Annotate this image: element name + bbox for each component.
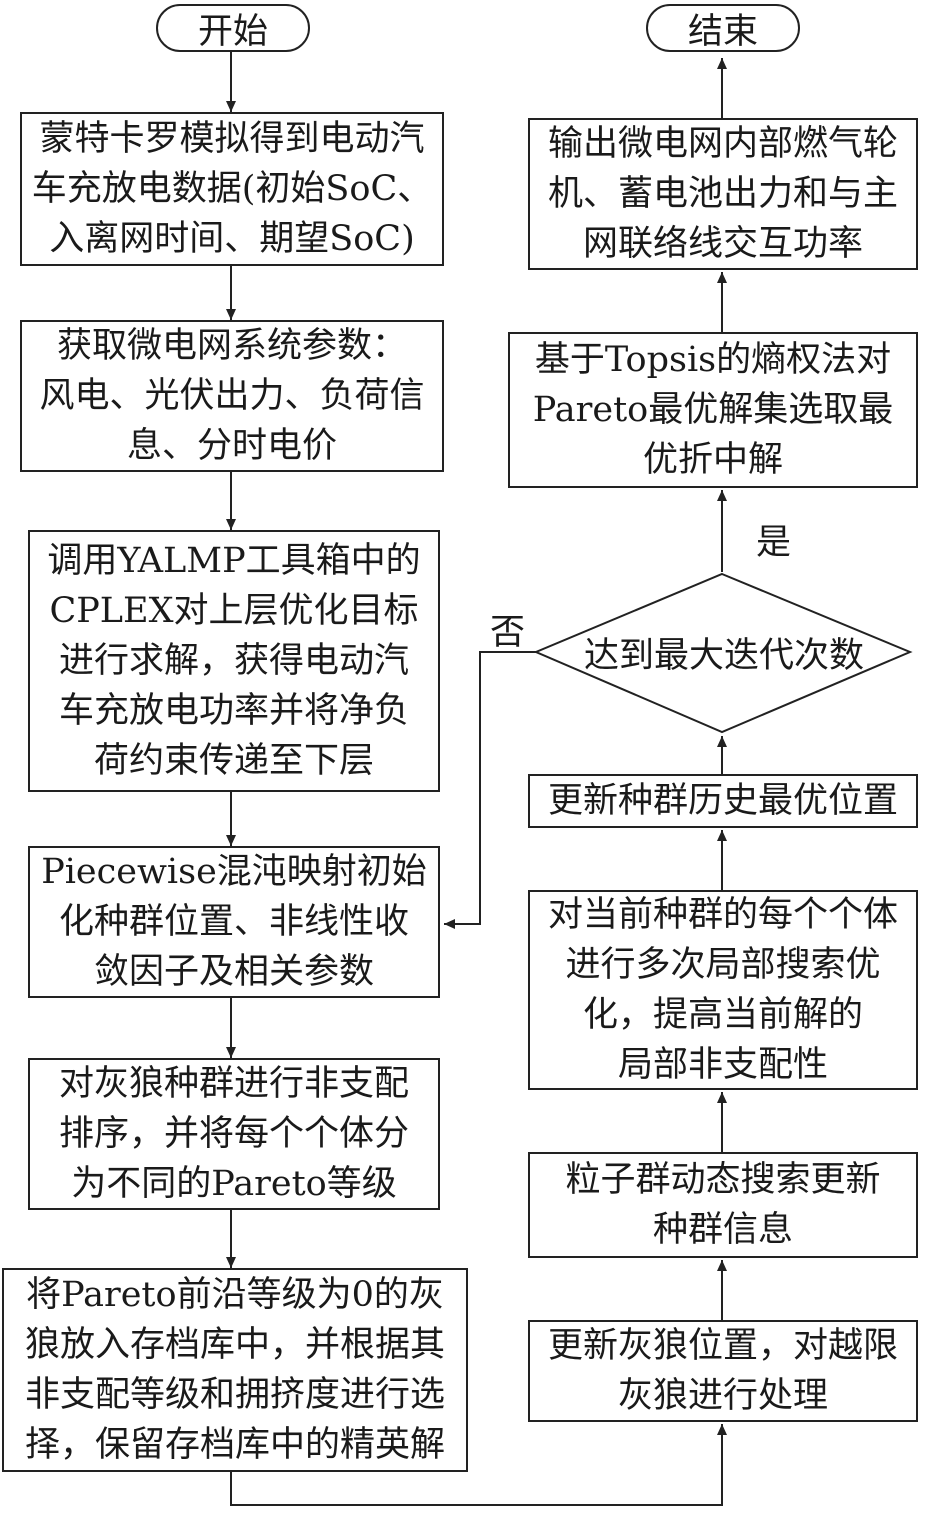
- step-nondominated-sort: 对灰狼种群进行非支配 排序，并将每个个体分 为不同的Pareto等级: [28, 1058, 440, 1210]
- step-text: 车充放电功率并将净负: [58, 691, 409, 731]
- arrow-no-branch: [444, 651, 536, 929]
- decision-diamond: [533, 572, 913, 734]
- start-terminal: 开始: [156, 4, 310, 52]
- step-text: 机、蓄电池出力和与主: [547, 174, 898, 214]
- start-label: 开始: [197, 11, 268, 52]
- step-text: 基于Topsis的熵权法对: [534, 340, 892, 380]
- step-text: 对当前种群的每个个体: [547, 895, 898, 935]
- step-text: 获取微电网系统参数：: [56, 326, 407, 366]
- step-pso-update: 粒子群动态搜索更新 种群信息: [528, 1152, 918, 1258]
- step-text: 狼放入存档库中，并根据其: [24, 1325, 445, 1365]
- step-text: 更新种群历史最优位置: [547, 781, 898, 821]
- yes-label: 是: [756, 523, 792, 563]
- step-text: 息、分时电价: [126, 426, 337, 466]
- step-text: 网联络线交互功率: [582, 224, 863, 264]
- step-text: 择，保留存档库中的精英解: [24, 1425, 445, 1465]
- step-text: 优折中解: [642, 440, 783, 480]
- step-text: 对灰狼种群进行非支配: [58, 1064, 409, 1104]
- step-text: 风电、光伏出力、负荷信: [39, 376, 425, 416]
- step-update-wolf-position: 更新灰狼位置，对越限 灰狼进行处理: [528, 1320, 918, 1422]
- step-cplex-solve: 调用YALMP工具箱中的 CPLEX对上层优化目标 进行求解，获得电动汽 车充放…: [28, 530, 440, 792]
- end-label: 结束: [687, 11, 758, 52]
- step-output: 输出微电网内部燃气轮 机、蓄电池出力和与主 网联络线交互功率: [528, 118, 918, 270]
- step-local-search: 对当前种群的每个个体 进行多次局部搜索优 化，提高当前解的 局部非支配性: [528, 890, 918, 1090]
- step-text: 荷约束传递至下层: [93, 741, 374, 781]
- step-text: 输出微电网内部燃气轮: [547, 124, 898, 164]
- step-text: 粒子群动态搜索更新: [565, 1160, 881, 1200]
- step-text: 更新灰狼位置，对越限: [547, 1326, 898, 1366]
- step-text: 车充放电数据(初始SoC、: [31, 169, 433, 209]
- step-text: 为不同的Pareto等级: [71, 1164, 397, 1204]
- step-text: 敛因子及相关参数: [93, 952, 374, 992]
- step-text: 种群信息: [652, 1210, 793, 1250]
- step-topsis: 基于Topsis的熵权法对 Pareto最优解集选取最 优折中解: [508, 332, 918, 488]
- step-piecewise-init: Piecewise混沌映射初始 化种群位置、非线性收 敛因子及相关参数: [28, 846, 440, 998]
- step-text: 蒙特卡罗模拟得到电动汽: [39, 119, 425, 159]
- step-monte-carlo: 蒙特卡罗模拟得到电动汽 车充放电数据(初始SoC、 入离网时间、期望SoC): [20, 112, 444, 266]
- no-label: 否: [490, 613, 526, 653]
- step-text: 局部非支配性: [617, 1045, 828, 1085]
- step-text: 进行求解，获得电动汽: [58, 641, 409, 681]
- step-text: 化，提高当前解的: [582, 995, 863, 1035]
- arrow-bottom-connector: [230, 1424, 727, 1506]
- step-text: 调用YALMP工具箱中的: [47, 541, 421, 581]
- step-text: Piecewise混沌映射初始: [41, 852, 427, 892]
- step-text: 排序，并将每个个体分: [58, 1114, 409, 1154]
- step-text: 入离网时间、期望SoC): [49, 219, 415, 259]
- step-text: 化种群位置、非线性收: [58, 902, 409, 942]
- step-get-parameters: 获取微电网系统参数： 风电、光伏出力、负荷信 息、分时电价: [20, 320, 444, 472]
- end-terminal: 结束: [646, 4, 800, 52]
- step-text: 将Pareto前沿等级为0的灰: [26, 1275, 444, 1315]
- step-text: 非支配等级和拥挤度进行选: [24, 1375, 445, 1415]
- decision-text: 达到最大迭代次数: [583, 635, 864, 676]
- step-text: Pareto最优解集选取最: [532, 390, 894, 430]
- step-text: 灰狼进行处理: [617, 1376, 828, 1416]
- step-text: 进行多次局部搜索优: [565, 945, 881, 985]
- step-update-history-best: 更新种群历史最优位置: [528, 774, 918, 828]
- step-text: CPLEX对上层优化目标: [49, 591, 419, 631]
- step-archive: 将Pareto前沿等级为0的灰 狼放入存档库中，并根据其 非支配等级和拥挤度进行…: [2, 1268, 468, 1472]
